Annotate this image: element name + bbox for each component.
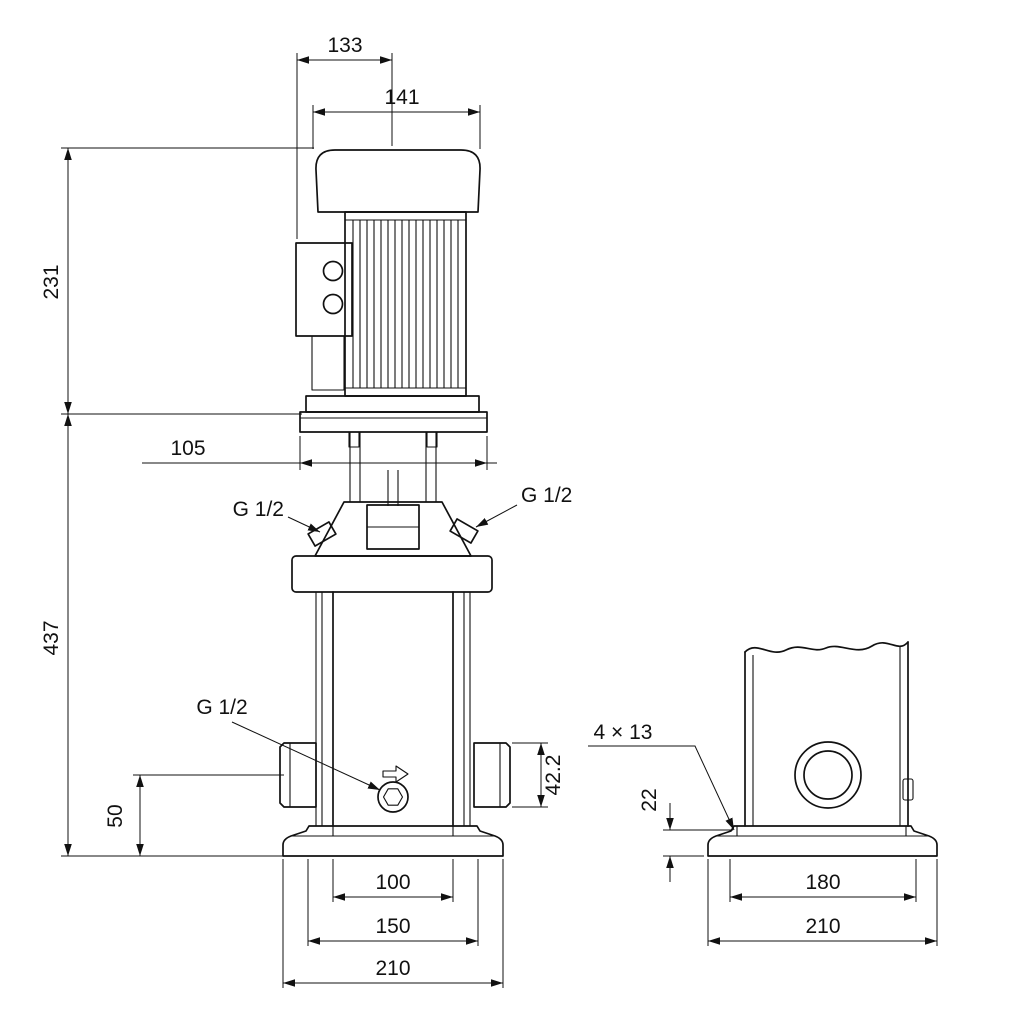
dim-141-label: 141 [384, 86, 419, 109]
dim-22-label: 22 [638, 788, 661, 811]
dim-100: 100 [332, 859, 454, 902]
dim-42-2-label: 42.2 [542, 755, 565, 796]
flow-direction-arrow-icon [382, 765, 409, 783]
dimensions: 133 141 231 437 105 [40, 34, 938, 988]
pump-sleeve [315, 591, 471, 827]
dim-180-label: 180 [805, 871, 840, 894]
g12-drain-label: G 1/2 [196, 696, 247, 719]
dim-105-label: 105 [170, 437, 205, 460]
dim-holes-label: 4 × 13 [594, 721, 653, 744]
cable-entry-top [322, 260, 344, 282]
dim-holes: 4 × 13 [588, 721, 735, 831]
dim-50: 50 [104, 774, 284, 856]
front-view [279, 149, 511, 857]
plug-right [449, 518, 479, 544]
dim-141: 141 [312, 86, 481, 149]
dim-437-label: 437 [40, 620, 63, 655]
head-flange [291, 555, 493, 593]
drain-plug [377, 781, 409, 813]
dim-133-label: 133 [327, 34, 362, 57]
cable-entry-bottom [322, 293, 344, 315]
dim-210-front: 210 [282, 859, 504, 988]
base-front [282, 825, 504, 857]
dim-42-2: 42.2 [512, 742, 565, 808]
g12-left-label: G 1/2 [233, 498, 284, 521]
dim-210-front-label: 210 [375, 957, 410, 980]
port-right [473, 742, 511, 808]
g12-right-label: G 1/2 [521, 484, 572, 507]
dim-133: 133 [296, 34, 393, 239]
dim-105: 105 [142, 436, 497, 470]
side-port [794, 741, 862, 809]
dim-100-label: 100 [375, 871, 410, 894]
port-left [279, 742, 317, 808]
dim-50-label: 50 [104, 804, 127, 827]
motor-fan-cover [315, 149, 481, 213]
coupling-section [348, 431, 438, 550]
dim-g12-drain: G 1/2 [196, 696, 381, 791]
dim-150-label: 150 [375, 915, 410, 938]
dim-g12-right: G 1/2 [475, 484, 572, 528]
side-view [707, 641, 938, 857]
dim-210-side: 210 [707, 859, 938, 946]
dim-180: 180 [729, 859, 917, 902]
nameplate-clip [902, 778, 914, 801]
base-side [707, 825, 938, 857]
motor-flange [299, 395, 488, 433]
motor-body [344, 211, 467, 397]
dim-150: 150 [307, 859, 479, 946]
dim-231-label: 231 [40, 264, 63, 299]
side-sleeve [744, 641, 909, 827]
dim-437: 437 [40, 414, 294, 857]
terminal-box [295, 242, 353, 391]
break-line [744, 641, 909, 653]
motor-fins [352, 220, 459, 388]
dim-210-side-label: 210 [805, 915, 840, 938]
dim-g12-left: G 1/2 [233, 498, 321, 533]
dim-231: 231 [40, 147, 314, 415]
plug-left [307, 521, 337, 547]
dim-22: 22 [638, 788, 733, 882]
pump-head [291, 501, 493, 593]
